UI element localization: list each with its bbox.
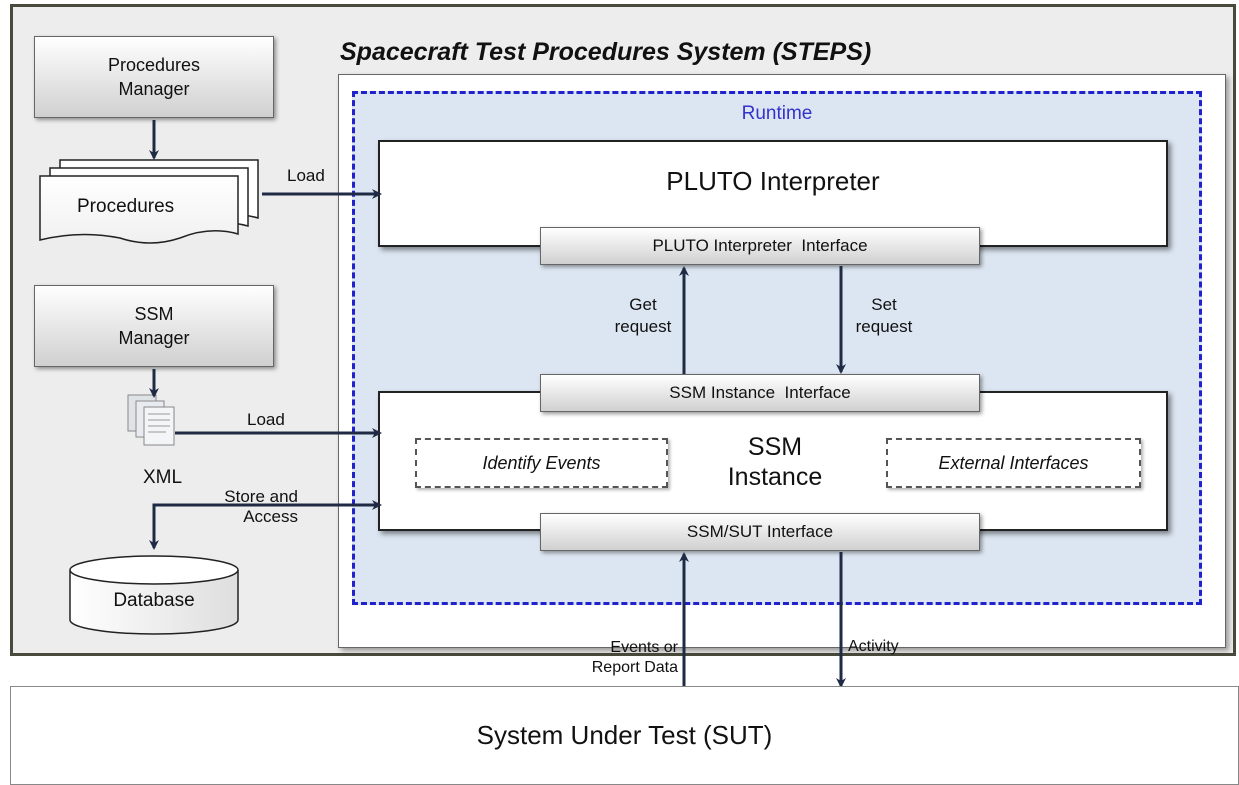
events-or-report-data-line1: Events or [610, 639, 678, 656]
ssm-instance-interface-label: SSM Instance Interface [669, 383, 851, 402]
external-interfaces-label: External Interfaces [938, 452, 1089, 473]
ssm-manager-box: SSM Manager [34, 285, 274, 367]
ssm-sut-interface-label: SSM/SUT Interface [686, 522, 834, 541]
procedures-document-icon [39, 159, 259, 244]
ssm-manager-line2: Manager [118, 328, 190, 348]
procedures-manager-line2: Manager [118, 79, 190, 99]
ssm-manager-line1: SSM [134, 304, 174, 324]
load-xml-label: Load [247, 410, 285, 429]
ssm-instance-label-line1: SSM [747, 433, 803, 461]
pluto-interpreter-interface-label: PLUTO Interpreter Interface [652, 236, 868, 255]
set-request-line2: request [855, 317, 913, 336]
get-request-label: Get request [611, 294, 675, 338]
store-and-access-label: Store and Access [208, 487, 298, 527]
set-request-label: Set request [848, 294, 920, 338]
xml-file-icon [127, 394, 175, 446]
procedures-manager-box: Procedures Manager [34, 36, 274, 118]
identify-events-label: Identify Events [482, 452, 601, 473]
ssm-instance-label-line2: Instance [727, 463, 823, 491]
store-and-access-line1: Store and [224, 487, 298, 506]
ssm-instance-interface: SSM Instance Interface [540, 374, 980, 412]
external-interfaces-box: External Interfaces [886, 438, 1141, 488]
xml-label: XML [143, 467, 183, 488]
set-request-line1: Set [871, 295, 897, 314]
ssm-instance-label: SSM Instance [700, 432, 850, 492]
pluto-interpreter-interface: PLUTO Interpreter Interface [540, 227, 980, 265]
events-or-report-data-line2: Report Data [591, 659, 678, 676]
load-procedures-label: Load [287, 166, 325, 185]
database-label: Database [113, 590, 195, 611]
get-request-line1: Get [629, 295, 657, 314]
runtime-label: Runtime [741, 103, 813, 124]
procedures-label: Procedures [77, 196, 175, 217]
store-and-access-line2: Access [243, 507, 298, 526]
identify-events-box: Identify Events [415, 438, 668, 488]
system-under-test-label: System Under Test (SUT) [476, 720, 773, 750]
activity-label: Activity [848, 638, 899, 655]
pluto-interpreter-label: PLUTO Interpreter [666, 165, 880, 196]
procedures-manager-line1: Procedures [107, 55, 201, 75]
system-under-test-box: System Under Test (SUT) [10, 686, 1239, 785]
events-or-report-data-label: Events or Report Data [568, 638, 678, 678]
ssm-sut-interface: SSM/SUT Interface [540, 513, 980, 551]
steps-title: Spacecraft Test Procedures System (STEPS… [340, 38, 872, 66]
get-request-line2: request [614, 317, 672, 336]
database-cylinder-icon [69, 555, 239, 635]
